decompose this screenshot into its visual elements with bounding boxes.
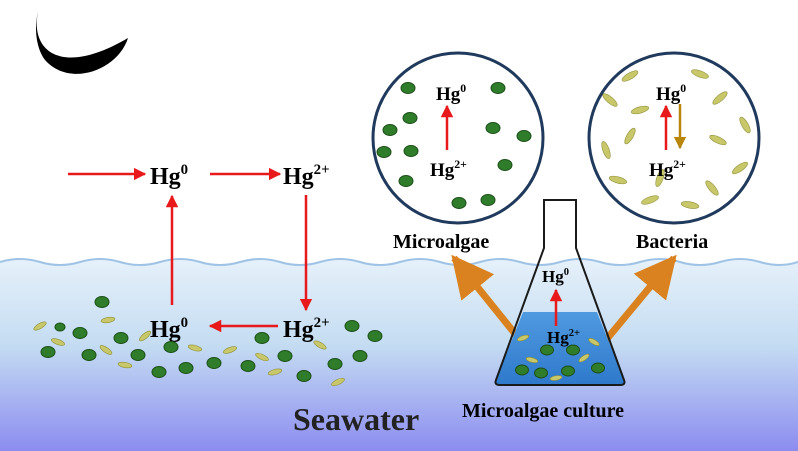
bacteria-cell [578, 353, 590, 363]
bacteria-label: Bacteria [636, 231, 708, 253]
algae-cell [485, 122, 501, 134]
bacteria-cell [705, 180, 719, 196]
left-hg2-bottom: Hg2+ [283, 315, 330, 343]
algae-cell [40, 346, 56, 358]
sea-organisms [33, 296, 383, 387]
algae-cell [400, 82, 416, 94]
algae-cell [451, 197, 467, 209]
microalgae-circle: Hg0 Hg2+ [371, 51, 545, 225]
seawater-label: Seawater [293, 401, 419, 437]
bacteria-cell [608, 175, 628, 185]
bacteria-cell [223, 346, 237, 354]
bacteria-cell [630, 105, 650, 115]
left-hg2-top: Hg2+ [283, 162, 330, 190]
algae-cell [352, 350, 368, 362]
flask-label: Microalgae culture [462, 400, 624, 422]
bacteria-cell [51, 338, 65, 346]
bacteria-cell [655, 169, 665, 187]
left-cycle-arrows [68, 167, 313, 333]
algae-cell [497, 159, 513, 171]
algae-cell [151, 366, 167, 378]
algae-cell [566, 344, 580, 356]
algae-cell [206, 357, 222, 369]
algae-cell [540, 344, 554, 356]
bacteria-cell [709, 134, 727, 146]
bacteria-cell [588, 338, 600, 346]
algae-cell [240, 360, 256, 372]
bacteria-cell [680, 201, 700, 209]
bacteria-cell [732, 161, 748, 175]
flask-hg0: Hg0 [542, 267, 569, 286]
arrow-flask-to-microalgae [451, 254, 523, 343]
bacteria-cell [139, 330, 151, 342]
algae-cell [130, 349, 146, 361]
left-hg0-top: Hg0 [150, 162, 188, 190]
bacteria-cell [641, 195, 659, 205]
bacteria-cell [255, 352, 269, 362]
bacteria-cell [624, 127, 636, 145]
microalgae-hg2: Hg2+ [430, 158, 467, 181]
algae-cell [94, 296, 110, 308]
algae-cell [54, 322, 66, 332]
bacteria-cell [313, 340, 327, 350]
bacteria-cell [117, 361, 133, 369]
bacteria-cell [99, 345, 113, 355]
bacteria-cell [601, 141, 611, 159]
algae-cell [516, 130, 532, 142]
bacteria-cell [267, 368, 283, 376]
algae-cell [534, 367, 548, 379]
bacteria-cell [549, 375, 563, 381]
microalgae-label: Microalgae [393, 231, 489, 253]
bacteria-cell [187, 344, 203, 352]
bacteria-cell [712, 91, 728, 105]
microalgae-hg0: Hg0 [436, 82, 466, 105]
algae-cell [480, 194, 496, 206]
algae-cell [382, 124, 398, 136]
algae-cell [163, 341, 179, 353]
algae-cell [561, 365, 575, 377]
arrow-flask-to-bacteria [603, 254, 677, 343]
bacteria-cell [517, 334, 529, 342]
algae-cell [344, 320, 360, 332]
algae-cell [490, 82, 506, 94]
bacteria-cell [739, 116, 751, 134]
culture-flask: Hg0 Hg2+ [494, 199, 626, 386]
bacteria-cell [691, 69, 709, 79]
algae-cell [327, 358, 343, 370]
algae-cell [515, 364, 529, 376]
algae-cell [402, 112, 418, 124]
algae-cell [277, 350, 293, 362]
bacteria-hg0: Hg0 [656, 82, 686, 105]
algae-cell [113, 332, 129, 344]
moon-icon [36, 12, 128, 74]
bacteria-cell [33, 321, 47, 331]
algae-cell [398, 175, 414, 187]
algae-cell [403, 145, 419, 157]
bacteria-cell [100, 316, 116, 324]
bacteria-cell [525, 356, 539, 364]
bacteria-circle: Hg0 Hg2+ [587, 51, 761, 225]
algae-cell [367, 330, 383, 342]
algae-cell [376, 146, 392, 158]
bacteria-cell [602, 93, 618, 107]
bacteria-hg2: Hg2+ [649, 158, 686, 181]
flask-hg2: Hg2+ [547, 328, 580, 347]
flask-outline [494, 199, 626, 386]
algae-cell [254, 332, 270, 344]
algae-cell [296, 370, 312, 382]
bacteria-cell [621, 70, 639, 82]
bacteria-cell [331, 377, 345, 387]
algae-cell [72, 327, 88, 339]
algae-cell [591, 362, 605, 374]
algae-cell [81, 349, 97, 361]
left-hg0-bottom: Hg0 [150, 315, 188, 343]
algae-cell [178, 362, 194, 374]
